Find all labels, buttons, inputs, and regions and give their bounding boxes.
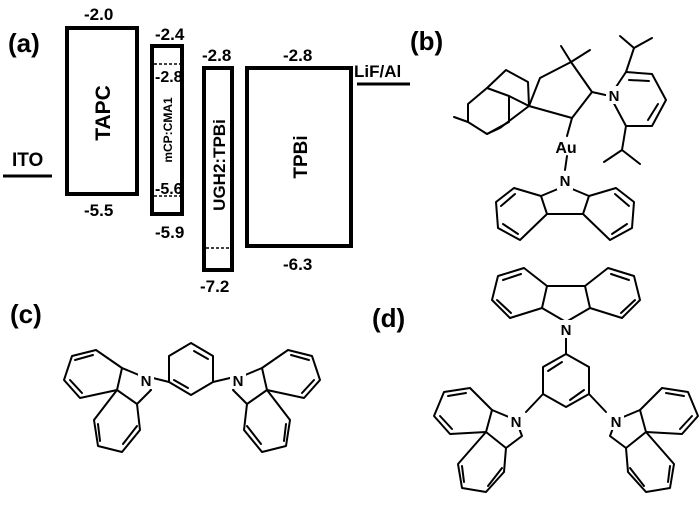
cma1-homo-label: -5.6 — [155, 181, 183, 198]
mcp-n-right: N — [233, 373, 244, 390]
mcp-homo-label: -5.9 — [155, 223, 184, 242]
cma1-n-carbene: N — [609, 88, 620, 105]
ugh2-lumo-label: -2.8 — [202, 46, 231, 65]
tapc-homo-label: -5.5 — [84, 201, 113, 220]
tapc-lumo-label: -2.0 — [84, 5, 113, 24]
tcp-n-top: N — [561, 322, 572, 339]
mcp-cma1-name: mCP:CMA1 — [161, 97, 175, 163]
mcp-structure: N N — [63, 342, 321, 453]
ugh2-tpbi-box — [202, 66, 234, 272]
ugh2-homo-label: -7.2 — [200, 277, 229, 296]
tpbi-lumo-label: -2.8 — [283, 46, 312, 65]
panel-label-a: (a) — [8, 28, 40, 58]
mcp-lumo-label: -2.4 — [155, 25, 185, 44]
lif-al-label: LiF/Al — [354, 62, 401, 81]
tpbi-name: TPBi — [291, 135, 312, 178]
ito-label: ITO — [12, 150, 43, 171]
cma1-lumo-label: -2.8 — [155, 69, 183, 86]
panel-label-b: (b) — [410, 26, 443, 56]
tapc-name: TAPC — [92, 85, 115, 141]
ugh2-tpbi-name: UGH2:TPBi — [210, 119, 229, 211]
cma1-au-atom: Au — [555, 140, 576, 157]
tcp-structure: N N N — [433, 267, 699, 493]
tcp-n-right: N — [611, 414, 622, 431]
tpbi-box — [245, 66, 353, 248]
mcp-n-left: N — [141, 373, 152, 390]
mcp-cma1-box — [150, 44, 184, 216]
cma1-structure: N Au N — [453, 35, 667, 241]
tcp-n-left: N — [511, 414, 522, 431]
panel-label-c: (c) — [10, 299, 42, 329]
tapc-box — [65, 26, 139, 196]
panel-label-d: (d) — [372, 303, 405, 333]
tpbi-homo-label: -6.3 — [283, 255, 312, 274]
cma1-n-carbazole: N — [560, 173, 571, 190]
